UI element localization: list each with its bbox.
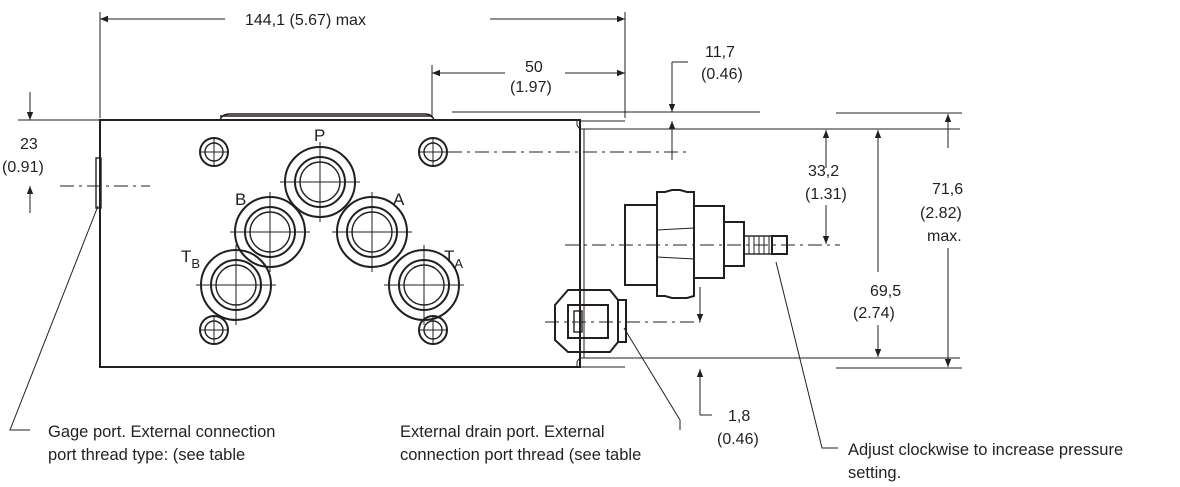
port-label-ta: TA xyxy=(444,247,463,271)
dim-top-offset-in: (0.46) xyxy=(701,66,743,83)
dim-adjuster-height-mm: 33,2 xyxy=(808,163,839,180)
dim-bottom-offset-mm: 1,8 xyxy=(728,408,750,425)
dimension-overall-length xyxy=(99,12,626,118)
leader-gage-port xyxy=(9,205,99,431)
dimension-gage-height xyxy=(18,92,100,213)
port-p xyxy=(280,142,360,222)
dimension-bottom-offset xyxy=(696,287,712,416)
port-ta xyxy=(384,245,464,325)
dim-adjuster-height-in: (1.31) xyxy=(805,186,847,203)
note-drain-port-line2: connection port thread (see table xyxy=(400,446,641,464)
dim-body-height-mm: 69,5 xyxy=(870,283,901,300)
mounting-bolt-top-left xyxy=(199,137,229,167)
port-label-a: A xyxy=(393,190,405,209)
dim-valve-length-in: (1.97) xyxy=(510,79,552,96)
port-label-tb: TB xyxy=(181,247,200,271)
drain-port-section xyxy=(554,289,627,353)
dim-bottom-offset-in: (0.46) xyxy=(717,431,759,448)
dim-top-offset-mm: 11,7 xyxy=(705,44,735,61)
dim-overall-height-in: (2.82) xyxy=(920,205,962,222)
leader-drain-port xyxy=(623,327,681,430)
dim-overall-length: 144,1 (5.67) max xyxy=(245,12,366,29)
dimension-overall-height xyxy=(836,112,962,369)
leader-adjuster xyxy=(775,261,838,449)
port-tb xyxy=(196,245,276,325)
mounting-bolt-bottom-right xyxy=(418,315,448,345)
dimension-top-offset xyxy=(452,61,760,160)
port-label-p: P xyxy=(314,126,325,145)
port-b xyxy=(230,192,310,272)
port-a xyxy=(332,192,412,272)
dim-valve-length-mm: 50 xyxy=(525,59,543,76)
dim-gage-height-in: (0.91) xyxy=(2,159,44,176)
dim-overall-height-suffix: max. xyxy=(927,228,962,245)
mounting-bolt-bottom-left xyxy=(199,315,229,345)
centerlines xyxy=(60,151,840,323)
port-label-b: B xyxy=(235,190,246,209)
valve-cartridge-body xyxy=(576,120,960,368)
note-adjuster-line1: Adjust clockwise to increase pressure xyxy=(848,441,1123,459)
pressure-adjuster xyxy=(624,189,788,299)
dim-overall-height-mm: 71,6 xyxy=(932,181,963,198)
note-adjuster-line2: setting. xyxy=(848,464,901,482)
note-drain-port-line1: External drain port. External xyxy=(400,423,605,441)
dim-gage-height-mm: 23 xyxy=(20,136,38,153)
mounting-bolt-top-right xyxy=(418,137,448,167)
note-gage-port-line2: port thread type: (see table xyxy=(48,446,245,464)
dim-body-height-in: (2.74) xyxy=(853,305,895,322)
note-gage-port-line1: Gage port. External connection xyxy=(48,423,275,441)
dimension-valve-length xyxy=(431,65,625,118)
